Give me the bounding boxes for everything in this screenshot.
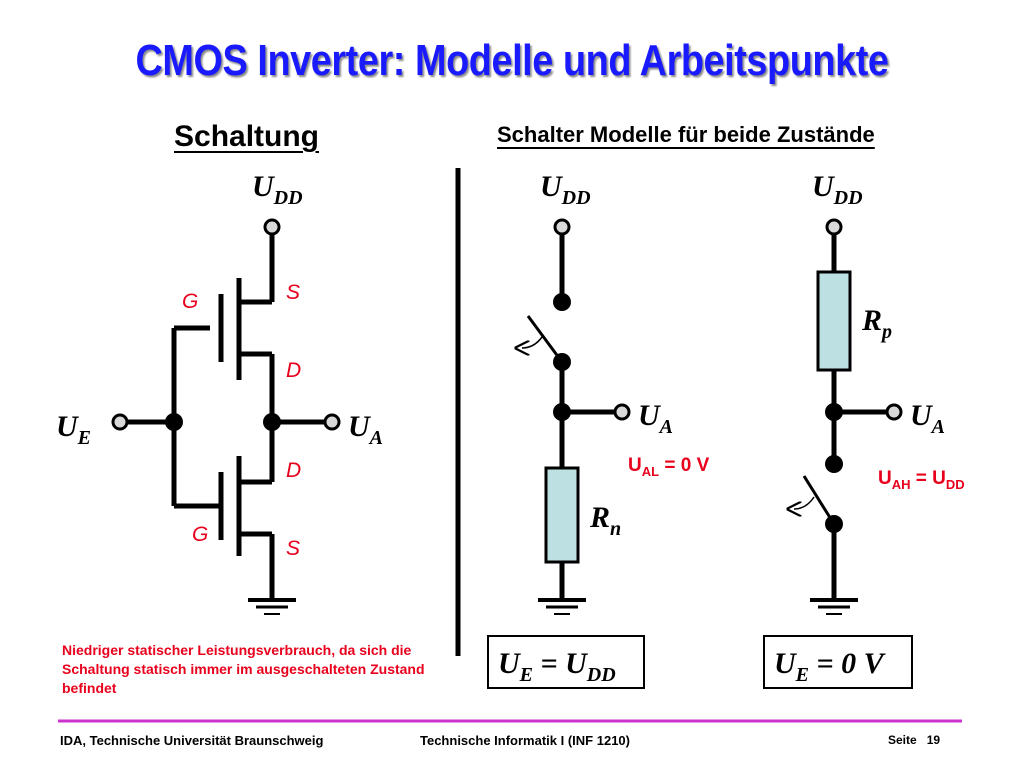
vdd-terminal: [263, 218, 281, 236]
high-vdd-terminal: [825, 218, 843, 236]
nmos-gate-label: G: [192, 523, 208, 546]
footer-institution: IDA, Technische Universität Braunschweig: [60, 733, 324, 748]
input-node: [165, 413, 183, 431]
heading-schaltung: Schaltung: [174, 120, 320, 153]
low-output-terminal: [613, 403, 631, 421]
high-output-label: UA: [910, 399, 945, 438]
high-output-value: UAH = UDD: [878, 468, 965, 492]
output-node: [263, 413, 281, 431]
high-condition-label: UE = 0 V: [774, 647, 887, 686]
pmos-gate-label: G: [182, 290, 198, 313]
nmos-drain-label: D: [286, 459, 301, 482]
footer-page-number: 19: [926, 733, 941, 747]
power-consumption-note: Niedriger statischer Leistungsverbrauch,…: [62, 642, 425, 696]
high-switch-arrow: [794, 496, 815, 509]
pmos-source-label: S: [286, 281, 300, 304]
pmos-drain-label: D: [286, 359, 301, 382]
high-condition-box: [763, 635, 913, 689]
low-output-value: UAL = 0 V: [628, 455, 710, 479]
footer-page-label: Seite: [888, 733, 917, 747]
low-condition-box: [487, 635, 645, 689]
input-terminal: [111, 413, 129, 431]
low-output-label: UA: [638, 399, 673, 438]
high-output-node: [825, 403, 843, 421]
low-vdd-label: UDD: [540, 170, 591, 209]
high-resistor: [816, 270, 852, 372]
high-vdd-label: UDD: [812, 170, 863, 209]
nmos-source-label: S: [286, 537, 300, 560]
low-condition-label: UE = UDD: [498, 647, 616, 686]
high-switch-top-node: [825, 455, 843, 473]
high-switch-bottom-node: [825, 515, 843, 533]
low-vdd-terminal: [553, 218, 571, 236]
output-terminal: [323, 413, 341, 431]
vdd-label: UDD: [252, 170, 303, 209]
slide-title: CMOS Inverter: Modelle und Arbeitspunkte: [135, 36, 889, 85]
low-resistor-label: Rn: [589, 501, 621, 540]
output-label: UA: [348, 410, 383, 449]
heading-schalter-modelle: Schalter Modelle für beide Zustände: [497, 122, 875, 147]
low-switch-blade: [526, 315, 564, 363]
low-switch-top-node: [553, 293, 571, 311]
footer-course: Technische Informatik I (INF 1210): [420, 733, 630, 748]
high-switch-blade: [802, 475, 836, 525]
high-resistor-label: Rp: [861, 304, 892, 343]
low-resistor: [544, 466, 580, 564]
low-switch-arrow: [522, 336, 543, 348]
footer-page: Seite 19: [888, 733, 940, 747]
low-switch-bottom-node: [553, 353, 571, 371]
high-output-terminal: [885, 403, 903, 421]
low-output-node: [553, 403, 571, 421]
input-label: UE: [56, 410, 91, 449]
